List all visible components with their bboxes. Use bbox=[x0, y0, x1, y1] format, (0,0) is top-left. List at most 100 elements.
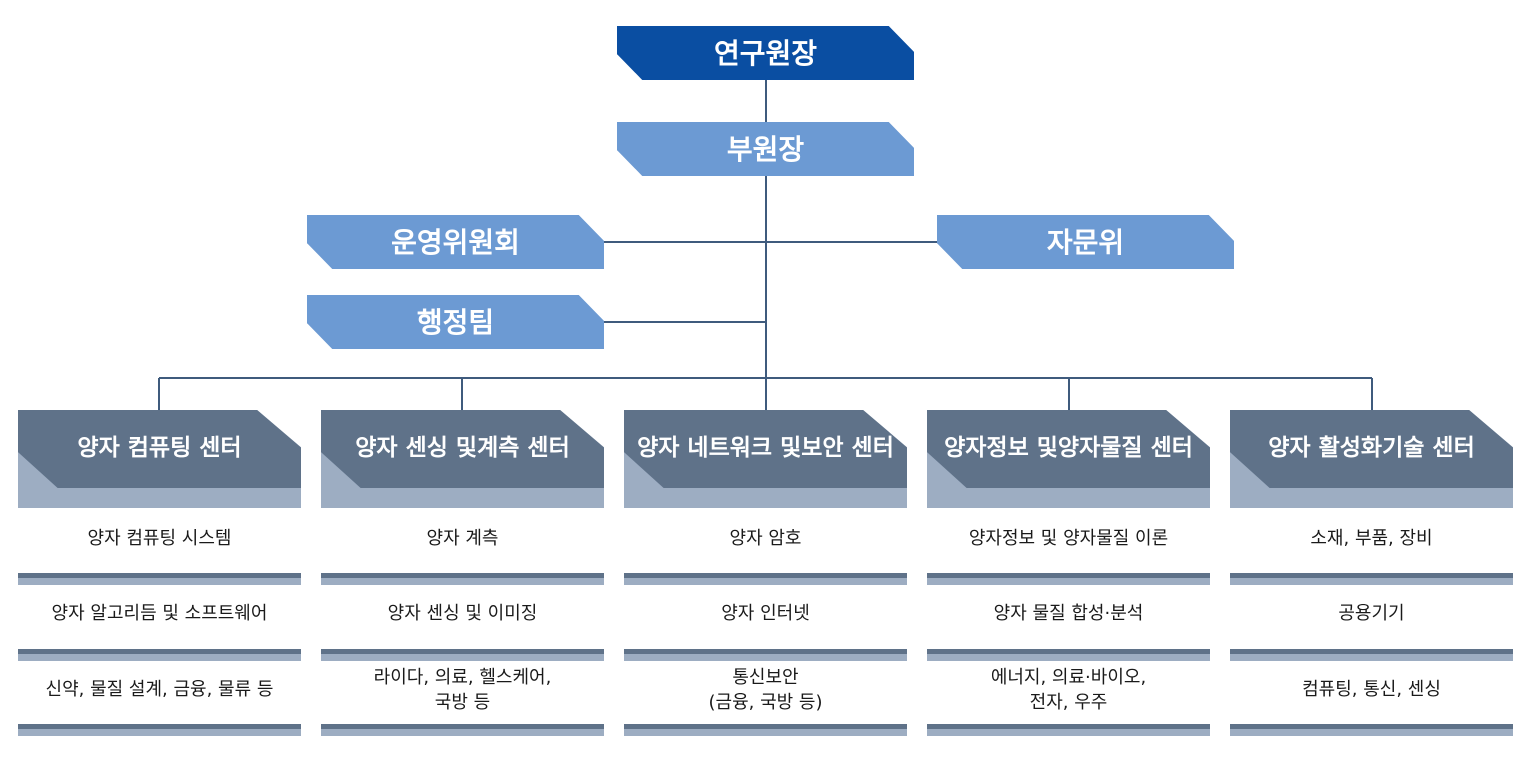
center-title-line: 양자물질 센터 bbox=[1057, 435, 1193, 462]
center-item-line: 양자 암호 bbox=[729, 528, 802, 550]
center-item: 통신보안(금융, 국방 등) bbox=[624, 659, 907, 722]
center-title-line: 양자정보 및 bbox=[944, 435, 1058, 462]
advisory-committee-label: 자문위 bbox=[1046, 225, 1125, 259]
center-title-line: 양자 네트워크 및 bbox=[637, 435, 802, 462]
center-item-line: 양자 물질 합성·분석 bbox=[993, 603, 1144, 625]
center-item-line: 양자 컴퓨팅 시스템 bbox=[87, 528, 232, 550]
divider-light-band bbox=[18, 578, 301, 585]
center-title-line: 양자 컴퓨팅 센터 bbox=[77, 435, 242, 462]
divider-light-band bbox=[624, 654, 907, 661]
divider-light-band bbox=[1230, 654, 1513, 661]
center-header: 양자 컴퓨팅 센터 bbox=[18, 410, 301, 508]
divider-light-band bbox=[624, 729, 907, 736]
divider-dark-band bbox=[624, 649, 907, 654]
center-item-divider bbox=[624, 649, 907, 661]
center-item-line: 양자 알고리듬 및 소프트웨어 bbox=[51, 603, 268, 625]
center-item-line: 라이다, 의료, 헬스케어, bbox=[373, 667, 552, 689]
center-item-line: 컴퓨팅, 통신, 센싱 bbox=[1302, 679, 1441, 701]
center-item-line: 신약, 물질 설계, 금융, 물류 등 bbox=[45, 679, 274, 701]
center-item: 양자 물질 합성·분석 bbox=[927, 583, 1210, 646]
divider-dark-band bbox=[927, 573, 1210, 578]
center-item: 양자 계측 bbox=[321, 508, 604, 571]
divider-light-band bbox=[927, 578, 1210, 585]
center-item: 컴퓨팅, 통신, 센싱 bbox=[1230, 659, 1513, 722]
center-item-divider bbox=[18, 649, 301, 661]
center-item: 소재, 부품, 장비 bbox=[1230, 508, 1513, 571]
center-item-line: 양자 계측 bbox=[426, 528, 499, 550]
center-item: 양자 컴퓨팅 시스템 bbox=[18, 508, 301, 571]
steering-committee-box: 운영위원회 bbox=[307, 215, 604, 269]
center-item: 양자 암호 bbox=[624, 508, 907, 571]
center-item: 에너지, 의료·바이오,전자, 우주 bbox=[927, 659, 1210, 722]
center-item-divider bbox=[624, 573, 907, 585]
divider-light-band bbox=[18, 729, 301, 736]
divider-dark-band bbox=[18, 573, 301, 578]
divider-dark-band bbox=[927, 649, 1210, 654]
center-item-line: 에너지, 의료·바이오, bbox=[990, 667, 1147, 689]
divider-dark-band bbox=[1230, 724, 1513, 729]
center-item-divider bbox=[321, 573, 604, 585]
divider-dark-band bbox=[321, 649, 604, 654]
divider-dark-band bbox=[1230, 649, 1513, 654]
center-item-line: 통신보안 bbox=[732, 667, 799, 689]
divider-light-band bbox=[321, 729, 604, 736]
center-header-tab bbox=[18, 410, 301, 488]
center-item-line: 소재, 부품, 장비 bbox=[1310, 528, 1433, 550]
admin-team-label: 행정팀 bbox=[416, 305, 495, 339]
center-item: 공용기기 bbox=[1230, 583, 1513, 646]
center-item-line: 양자 센싱 및 이미징 bbox=[387, 603, 538, 625]
steering-committee-label: 운영위원회 bbox=[391, 225, 520, 259]
center-item-divider bbox=[927, 649, 1210, 661]
center-item-divider bbox=[18, 724, 301, 736]
center-item-divider bbox=[624, 724, 907, 736]
center-item: 양자 인터넷 bbox=[624, 583, 907, 646]
center-item-divider bbox=[1230, 649, 1513, 661]
divider-light-band bbox=[927, 654, 1210, 661]
center-item: 양자 알고리듬 및 소프트웨어 bbox=[18, 583, 301, 646]
center-item-divider bbox=[927, 573, 1210, 585]
divider-light-band bbox=[18, 654, 301, 661]
center-header-tab bbox=[624, 410, 907, 488]
center-item: 신약, 물질 설계, 금융, 물류 등 bbox=[18, 659, 301, 722]
center-item-divider bbox=[18, 573, 301, 585]
center-item: 양자정보 및 양자물질 이론 bbox=[927, 508, 1210, 571]
divider-dark-band bbox=[18, 649, 301, 654]
divider-dark-band bbox=[1230, 573, 1513, 578]
center-header-tab bbox=[1230, 410, 1513, 488]
advisory-committee-box: 자문위 bbox=[937, 215, 1234, 269]
center-item-line: 공용기기 bbox=[1338, 603, 1405, 625]
center-item-divider bbox=[927, 724, 1210, 736]
center-title-line: 계측 센터 bbox=[477, 435, 570, 462]
divider-dark-band bbox=[321, 724, 604, 729]
center-header-tab bbox=[321, 410, 604, 488]
center-item-divider bbox=[321, 724, 604, 736]
director-label: 연구원장 bbox=[713, 36, 818, 70]
admin-team-box: 행정팀 bbox=[307, 295, 604, 349]
center-item-divider bbox=[321, 649, 604, 661]
divider-dark-band bbox=[927, 724, 1210, 729]
center-title: 양자 컴퓨팅 센터 bbox=[18, 410, 301, 488]
divider-light-band bbox=[1230, 729, 1513, 736]
center-title-line: 보안 센터 bbox=[801, 435, 894, 462]
divider-dark-band bbox=[321, 573, 604, 578]
divider-dark-band bbox=[18, 724, 301, 729]
center-item-line: 양자정보 및 양자물질 이론 bbox=[968, 528, 1169, 550]
center-item-line: 전자, 우주 bbox=[1029, 691, 1108, 713]
center-item-line: 국방 등 bbox=[434, 691, 491, 713]
divider-light-band bbox=[1230, 578, 1513, 585]
divider-light-band bbox=[927, 729, 1210, 736]
center-item-line: 양자 인터넷 bbox=[721, 603, 810, 625]
center-item-line: (금융, 국방 등) bbox=[708, 691, 823, 713]
director-box: 연구원장 bbox=[617, 26, 914, 80]
center-item: 라이다, 의료, 헬스케어,국방 등 bbox=[321, 659, 604, 722]
center-title-line: 양자 센싱 및 bbox=[355, 435, 478, 462]
divider-light-band bbox=[321, 654, 604, 661]
